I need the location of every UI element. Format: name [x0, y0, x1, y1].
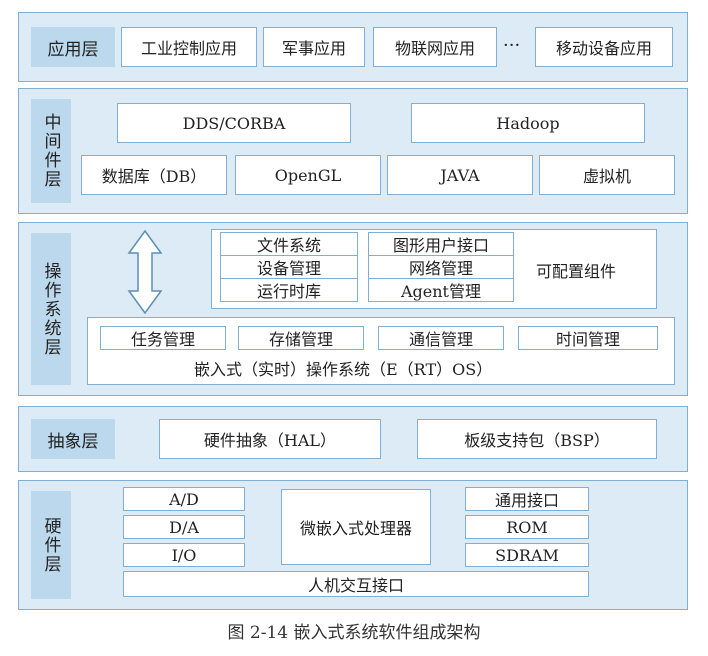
figure-caption: 图 2-14 嵌入式系统软件组成架构 — [227, 623, 481, 643]
middleware-layer: 中间件层 DDS/CORBA Hadoop 数据库（DB） OpenGL JAV… — [18, 88, 688, 214]
iot-app-box: 物联网应用 — [373, 27, 497, 67]
hardware-layer: 硬件层 A/D D/A I/O 微嵌入式处理器 通用接口 ROM SDRAM 人… — [18, 480, 688, 610]
bidirectional-arrow-icon — [127, 229, 163, 315]
mobile-device-app-box: 移动设备应用 — [535, 27, 673, 67]
virtual-machine-box: 虚拟机 — [539, 155, 675, 195]
device-management-box: 设备管理 — [220, 255, 358, 279]
micro-embedded-processor-box: 微嵌入式处理器 — [281, 489, 431, 565]
file-system-box: 文件系统 — [220, 232, 358, 256]
gui-box: 图形用户接口 — [368, 232, 514, 256]
military-app-box: 军事应用 — [263, 27, 365, 67]
ad-box: A/D — [123, 487, 245, 511]
configurable-components-grid: 文件系统 设备管理 运行时库 图形用户接口 网络管理 Agent管理 — [220, 232, 514, 304]
agent-management-box: Agent管理 — [368, 278, 514, 302]
database-box: 数据库（DB） — [81, 155, 227, 195]
hci-interface-box: 人机交互接口 — [123, 571, 589, 597]
bsp-box: 板级支持包（BSP） — [417, 419, 657, 459]
os-layer: 操作系统层 文件系统 设备管理 运行时库 图形用户接口 网络管理 Agent管理… — [18, 222, 688, 396]
storage-management-box: 存储管理 — [238, 326, 364, 350]
ellipsis: ··· — [503, 35, 521, 56]
da-box: D/A — [123, 515, 245, 539]
application-layer-label: 应用层 — [31, 27, 115, 67]
time-management-box: 时间管理 — [518, 326, 658, 350]
rtos-kernel-panel: 任务管理 存储管理 通信管理 时间管理 嵌入式（实时）操作系统（E（RT）OS） — [87, 317, 675, 385]
network-management-box: 网络管理 — [368, 255, 514, 279]
hal-box: 硬件抽象（HAL） — [159, 419, 381, 459]
opengl-box: OpenGL — [235, 155, 381, 195]
general-interface-box: 通用接口 — [465, 487, 589, 511]
abstraction-layer: 抽象层 硬件抽象（HAL） 板级支持包（BSP） — [18, 406, 688, 472]
task-management-box: 任务管理 — [100, 326, 226, 350]
application-layer: 应用层 工业控制应用 军事应用 物联网应用 ··· 移动设备应用 — [18, 12, 688, 82]
communication-management-box: 通信管理 — [378, 326, 504, 350]
hardware-layer-label: 硬件层 — [31, 491, 71, 599]
abstraction-layer-label: 抽象层 — [31, 419, 115, 459]
middleware-layer-label: 中间件层 — [31, 99, 71, 203]
configurable-components-title: 可配置组件 — [536, 262, 617, 281]
sdram-box: SDRAM — [465, 543, 589, 567]
io-box: I/O — [123, 543, 245, 567]
rtos-title: 嵌入式（实时）操作系统（E（RT）OS） — [194, 360, 493, 379]
configurable-components-panel: 文件系统 设备管理 运行时库 图形用户接口 网络管理 Agent管理 可配置组件 — [211, 229, 657, 309]
os-layer-label: 操作系统层 — [31, 233, 71, 385]
java-box: JAVA — [387, 155, 533, 195]
hadoop-box: Hadoop — [411, 103, 645, 143]
industrial-control-app-box: 工业控制应用 — [121, 27, 257, 67]
runtime-library-box: 运行时库 — [220, 278, 358, 302]
rom-box: ROM — [465, 515, 589, 539]
dds-corba-box: DDS/CORBA — [117, 103, 351, 143]
